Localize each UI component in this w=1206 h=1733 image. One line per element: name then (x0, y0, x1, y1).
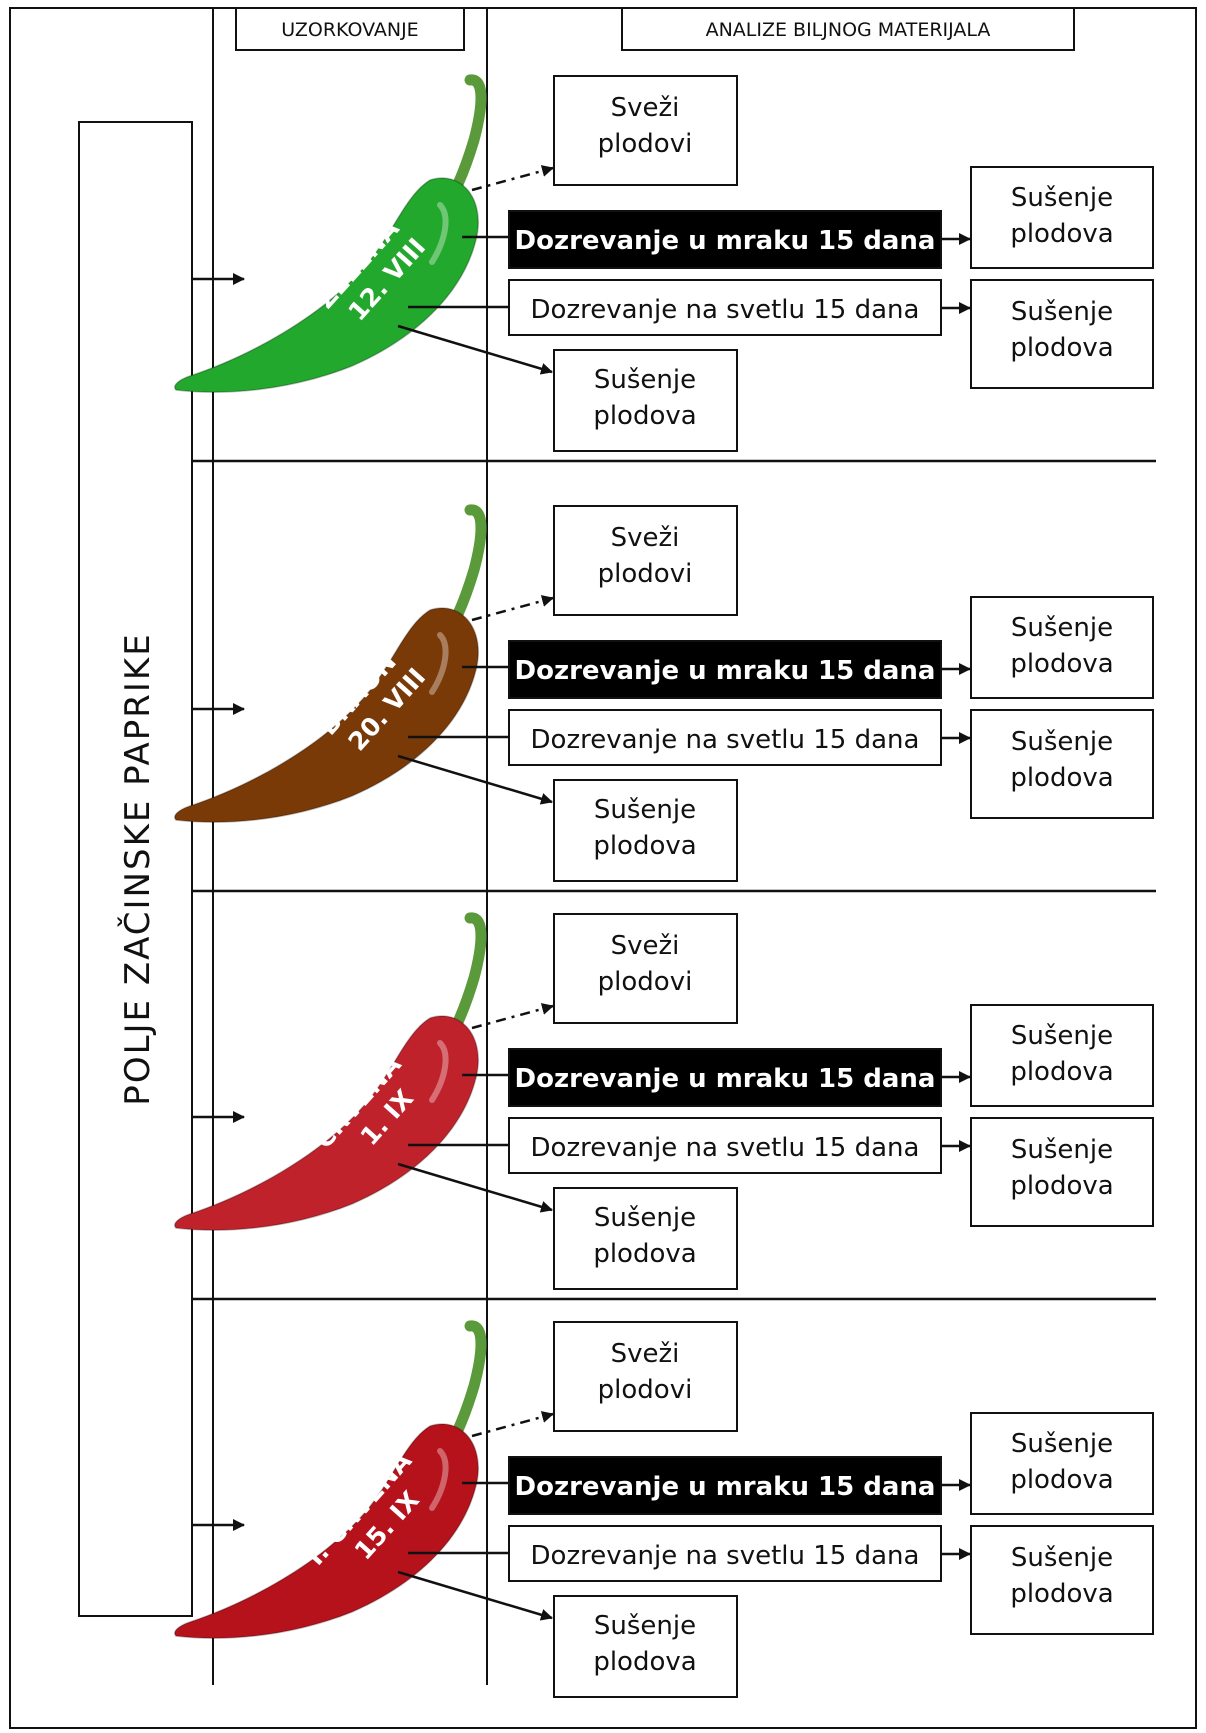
light-ripening-box (508, 279, 942, 336)
pepper-highlight-icon (429, 1448, 449, 1511)
dark-ripening-box (508, 1048, 942, 1107)
dry-after-dark-box (970, 596, 1154, 699)
pepper-highlight-icon (429, 202, 449, 265)
fresh-arrow (471, 595, 554, 622)
pepper-highlight-icon (429, 632, 449, 695)
fresh-line-1: Sveži (611, 523, 680, 553)
fresh-box (553, 75, 738, 186)
pepper-stem-icon (452, 912, 487, 1028)
dark-ripening-label: Dozrevanje u mraku 15 dana (515, 226, 936, 256)
dry-after-dark-box (970, 1004, 1154, 1107)
direct-dry-line-1: Sušenje (594, 1611, 696, 1641)
direct-dry-line-1: Sušenje (594, 1203, 696, 1233)
dry-after-dark-line-1: Sušenje (1011, 1021, 1113, 1051)
fresh-arrow (471, 1411, 554, 1438)
header-sampling-box (235, 7, 465, 51)
fresh-line-2: plodovi (598, 559, 693, 589)
dry-after-dark-line-1: Sušenje (1011, 1429, 1113, 1459)
dry-after-light-box (970, 1525, 1154, 1635)
fresh-arrow (471, 165, 554, 192)
light-ripening-label: Dozrevanje na svetlu 15 dana (531, 295, 920, 325)
header-analysis: ANALIZE BILJNOG MATERIJALA (706, 19, 991, 41)
dark-ripening-label: Dozrevanje u mraku 15 dana (515, 656, 936, 686)
direct-dry-arrow (397, 754, 553, 805)
light-ripening-label: Dozrevanje na svetlu 15 dana (531, 725, 920, 755)
header-analysis-box (621, 7, 1075, 51)
dry-after-light-box (970, 709, 1154, 819)
dark-ripening-label: Dozrevanje u mraku 15 dana (515, 1472, 936, 1502)
dry-after-light-box (970, 279, 1154, 389)
dry-after-dark-box (970, 1412, 1154, 1515)
direct-dry-box (553, 1595, 738, 1698)
direct-dry-line-1: Sušenje (594, 365, 696, 395)
fresh-box (553, 1321, 738, 1432)
dry-after-dark-line-2: plodova (1010, 649, 1113, 679)
light-ripening-label: Dozrevanje na svetlu 15 dana (531, 1133, 920, 1163)
dry-after-dark-box (970, 166, 1154, 269)
dry-after-light-box (970, 1117, 1154, 1227)
pepper-body-icon (174, 1423, 479, 1639)
direct-dry-box (553, 1187, 738, 1290)
dry-after-light-line-2: plodova (1010, 763, 1113, 793)
outer-frame (9, 7, 1197, 1729)
dry-after-dark-line-2: plodova (1010, 219, 1113, 249)
direct-dry-arrow (397, 1570, 553, 1621)
pepper-body-icon (174, 177, 479, 393)
dry-after-light-line-2: plodova (1010, 333, 1113, 363)
direct-dry-box (553, 779, 738, 882)
dark-ripening-label: Dozrevanje u mraku 15 dana (515, 1064, 936, 1094)
direct-dry-box (553, 349, 738, 452)
side-label: POLJE ZAČINSKE PAPRIKE (117, 632, 158, 1105)
direct-dry-line-2: plodova (593, 1647, 696, 1677)
dry-after-light-line-1: Sušenje (1011, 1543, 1113, 1573)
fresh-line-2: plodovi (598, 129, 693, 159)
pepper-fruit (174, 74, 487, 393)
fresh-arrow (471, 1003, 554, 1030)
fresh-box (553, 505, 738, 616)
header-sampling: UZORKOVANJE (281, 19, 418, 41)
direct-dry-arrow (397, 324, 553, 375)
direct-dry-line-2: plodova (593, 831, 696, 861)
dry-after-light-line-1: Sušenje (1011, 727, 1113, 757)
direct-dry-line-1: Sušenje (594, 795, 696, 825)
fresh-line-2: plodovi (598, 1375, 693, 1405)
pepper-fruit (174, 912, 487, 1231)
side-label-box (78, 121, 193, 1617)
dry-after-dark-line-2: plodova (1010, 1057, 1113, 1087)
pepper-body-icon (174, 607, 479, 823)
fresh-line-1: Sveži (611, 931, 680, 961)
fresh-box (553, 913, 738, 1024)
pepper-body-icon (174, 1015, 479, 1231)
light-ripening-label: Dozrevanje na svetlu 15 dana (531, 1541, 920, 1571)
direct-dry-line-2: plodova (593, 401, 696, 431)
dry-after-dark-line-2: plodova (1010, 1465, 1113, 1495)
pepper-fruit (174, 504, 487, 823)
direct-dry-arrow (397, 1162, 553, 1213)
fresh-line-1: Sveži (611, 93, 680, 123)
dry-after-dark-line-1: Sušenje (1011, 183, 1113, 213)
pepper-highlight-icon (429, 1040, 449, 1103)
light-ripening-box (508, 1117, 942, 1174)
pepper-stem-icon (452, 74, 487, 190)
pepper-fruit (174, 1320, 487, 1639)
dry-after-light-line-1: Sušenje (1011, 1135, 1113, 1165)
dry-after-light-line-2: plodova (1010, 1171, 1113, 1201)
direct-dry-line-2: plodova (593, 1239, 696, 1269)
dry-after-light-line-1: Sušenje (1011, 297, 1113, 327)
fresh-line-1: Sveži (611, 1339, 680, 1369)
dry-after-dark-line-1: Sušenje (1011, 613, 1113, 643)
dry-after-light-line-2: plodova (1010, 1579, 1113, 1609)
pepper-stem-icon (452, 1320, 487, 1436)
fresh-line-2: plodovi (598, 967, 693, 997)
pepper-stem-icon (452, 504, 487, 620)
dark-ripening-box (508, 210, 942, 269)
